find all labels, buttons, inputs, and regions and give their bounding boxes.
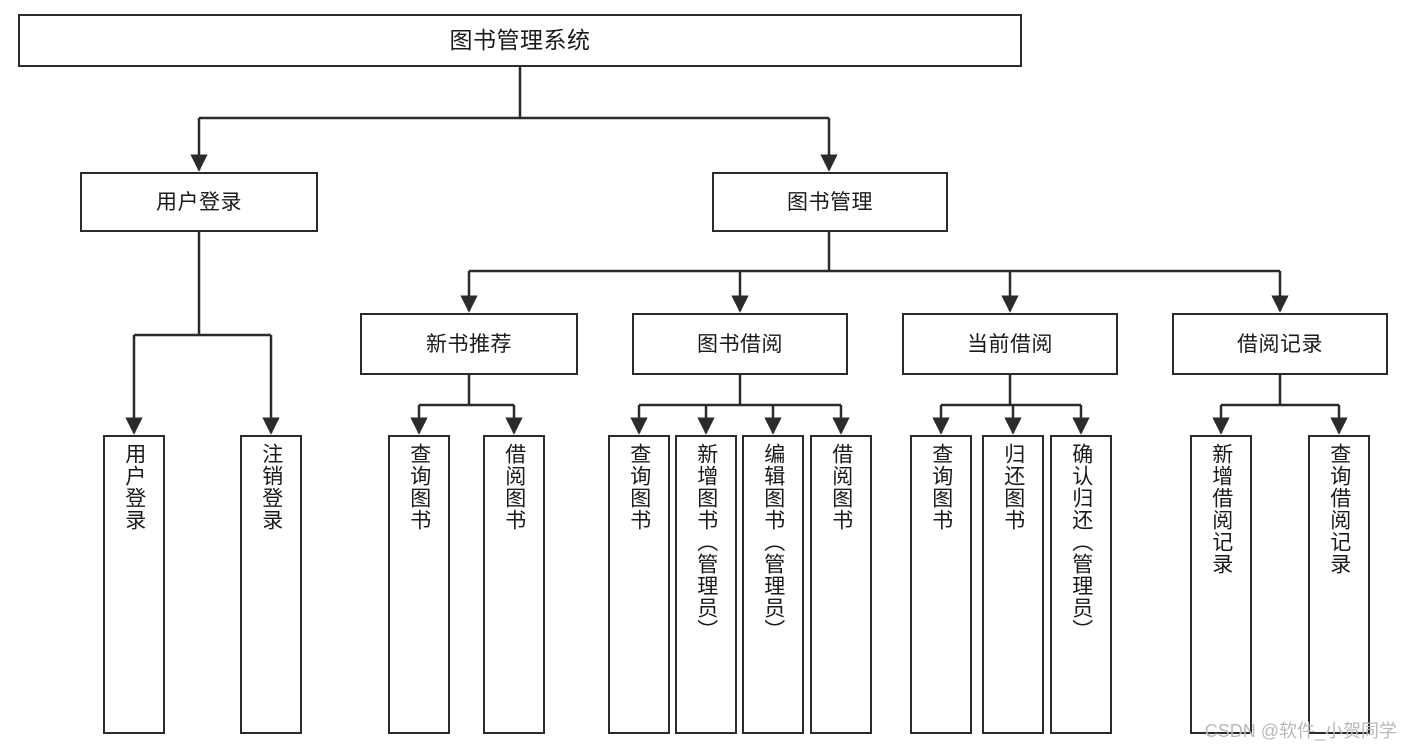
node-add-borrow-record[interactable]: 新增借阅记录 — [1190, 435, 1252, 734]
node-book-borrow[interactable]: 图书借阅 — [632, 313, 848, 375]
node-borrow-book-rec-label: 借阅图书 — [502, 443, 526, 531]
csdn-watermark: CSDN @软件_小贺同学 — [1204, 721, 1397, 741]
node-return-book-label: 归还图书 — [1001, 443, 1025, 531]
node-query-book-borrow-label: 查询图书 — [627, 443, 651, 531]
node-add-book-admin[interactable]: 新增图书（管理员） — [675, 435, 737, 734]
node-borrow-record[interactable]: 借阅记录 — [1172, 313, 1388, 375]
node-add-book-admin-label: 新增图书（管理员） — [694, 443, 718, 641]
node-current-borrow[interactable]: 当前借阅 — [902, 313, 1118, 375]
node-book-manage[interactable]: 图书管理 — [712, 172, 948, 232]
node-login-user-label: 用户登录 — [122, 443, 146, 531]
node-edit-book-admin-label: 编辑图书（管理员） — [761, 443, 785, 641]
node-borrow-book-label: 借阅图书 — [829, 443, 853, 531]
node-confirm-return-admin-label: 确认归还（管理员） — [1069, 443, 1093, 641]
node-new-book-recommend[interactable]: 新书推荐 — [360, 313, 578, 375]
node-borrow-record-label: 借阅记录 — [1237, 332, 1323, 356]
node-query-book-borrow[interactable]: 查询图书 — [608, 435, 670, 734]
node-book-borrow-label: 图书借阅 — [697, 332, 783, 356]
node-logout-user-label: 注销登录 — [259, 443, 283, 531]
node-root-label: 图书管理系统 — [449, 27, 591, 53]
node-query-borrow-record[interactable]: 查询借阅记录 — [1308, 435, 1370, 734]
node-user-login-label: 用户登录 — [156, 190, 242, 214]
node-borrow-book-rec[interactable]: 借阅图书 — [483, 435, 545, 734]
node-login-user[interactable]: 用户登录 — [103, 435, 165, 734]
node-query-borrow-record-label: 查询借阅记录 — [1327, 443, 1351, 575]
node-user-login[interactable]: 用户登录 — [80, 172, 318, 232]
node-current-borrow-label: 当前借阅 — [967, 332, 1053, 356]
node-root-system[interactable]: 图书管理系统 — [18, 14, 1022, 67]
node-borrow-book[interactable]: 借阅图书 — [810, 435, 872, 734]
node-add-borrow-record-label: 新增借阅记录 — [1209, 443, 1233, 575]
node-query-book-current[interactable]: 查询图书 — [910, 435, 972, 734]
node-return-book[interactable]: 归还图书 — [982, 435, 1044, 734]
node-logout-user[interactable]: 注销登录 — [240, 435, 302, 734]
node-query-book-rec-label: 查询图书 — [407, 443, 431, 531]
node-new-book-recommend-label: 新书推荐 — [426, 332, 512, 356]
node-query-book-current-label: 查询图书 — [929, 443, 953, 531]
node-edit-book-admin[interactable]: 编辑图书（管理员） — [742, 435, 804, 734]
node-query-book-rec[interactable]: 查询图书 — [388, 435, 450, 734]
node-book-manage-label: 图书管理 — [787, 190, 873, 214]
node-confirm-return-admin[interactable]: 确认归还（管理员） — [1050, 435, 1112, 734]
